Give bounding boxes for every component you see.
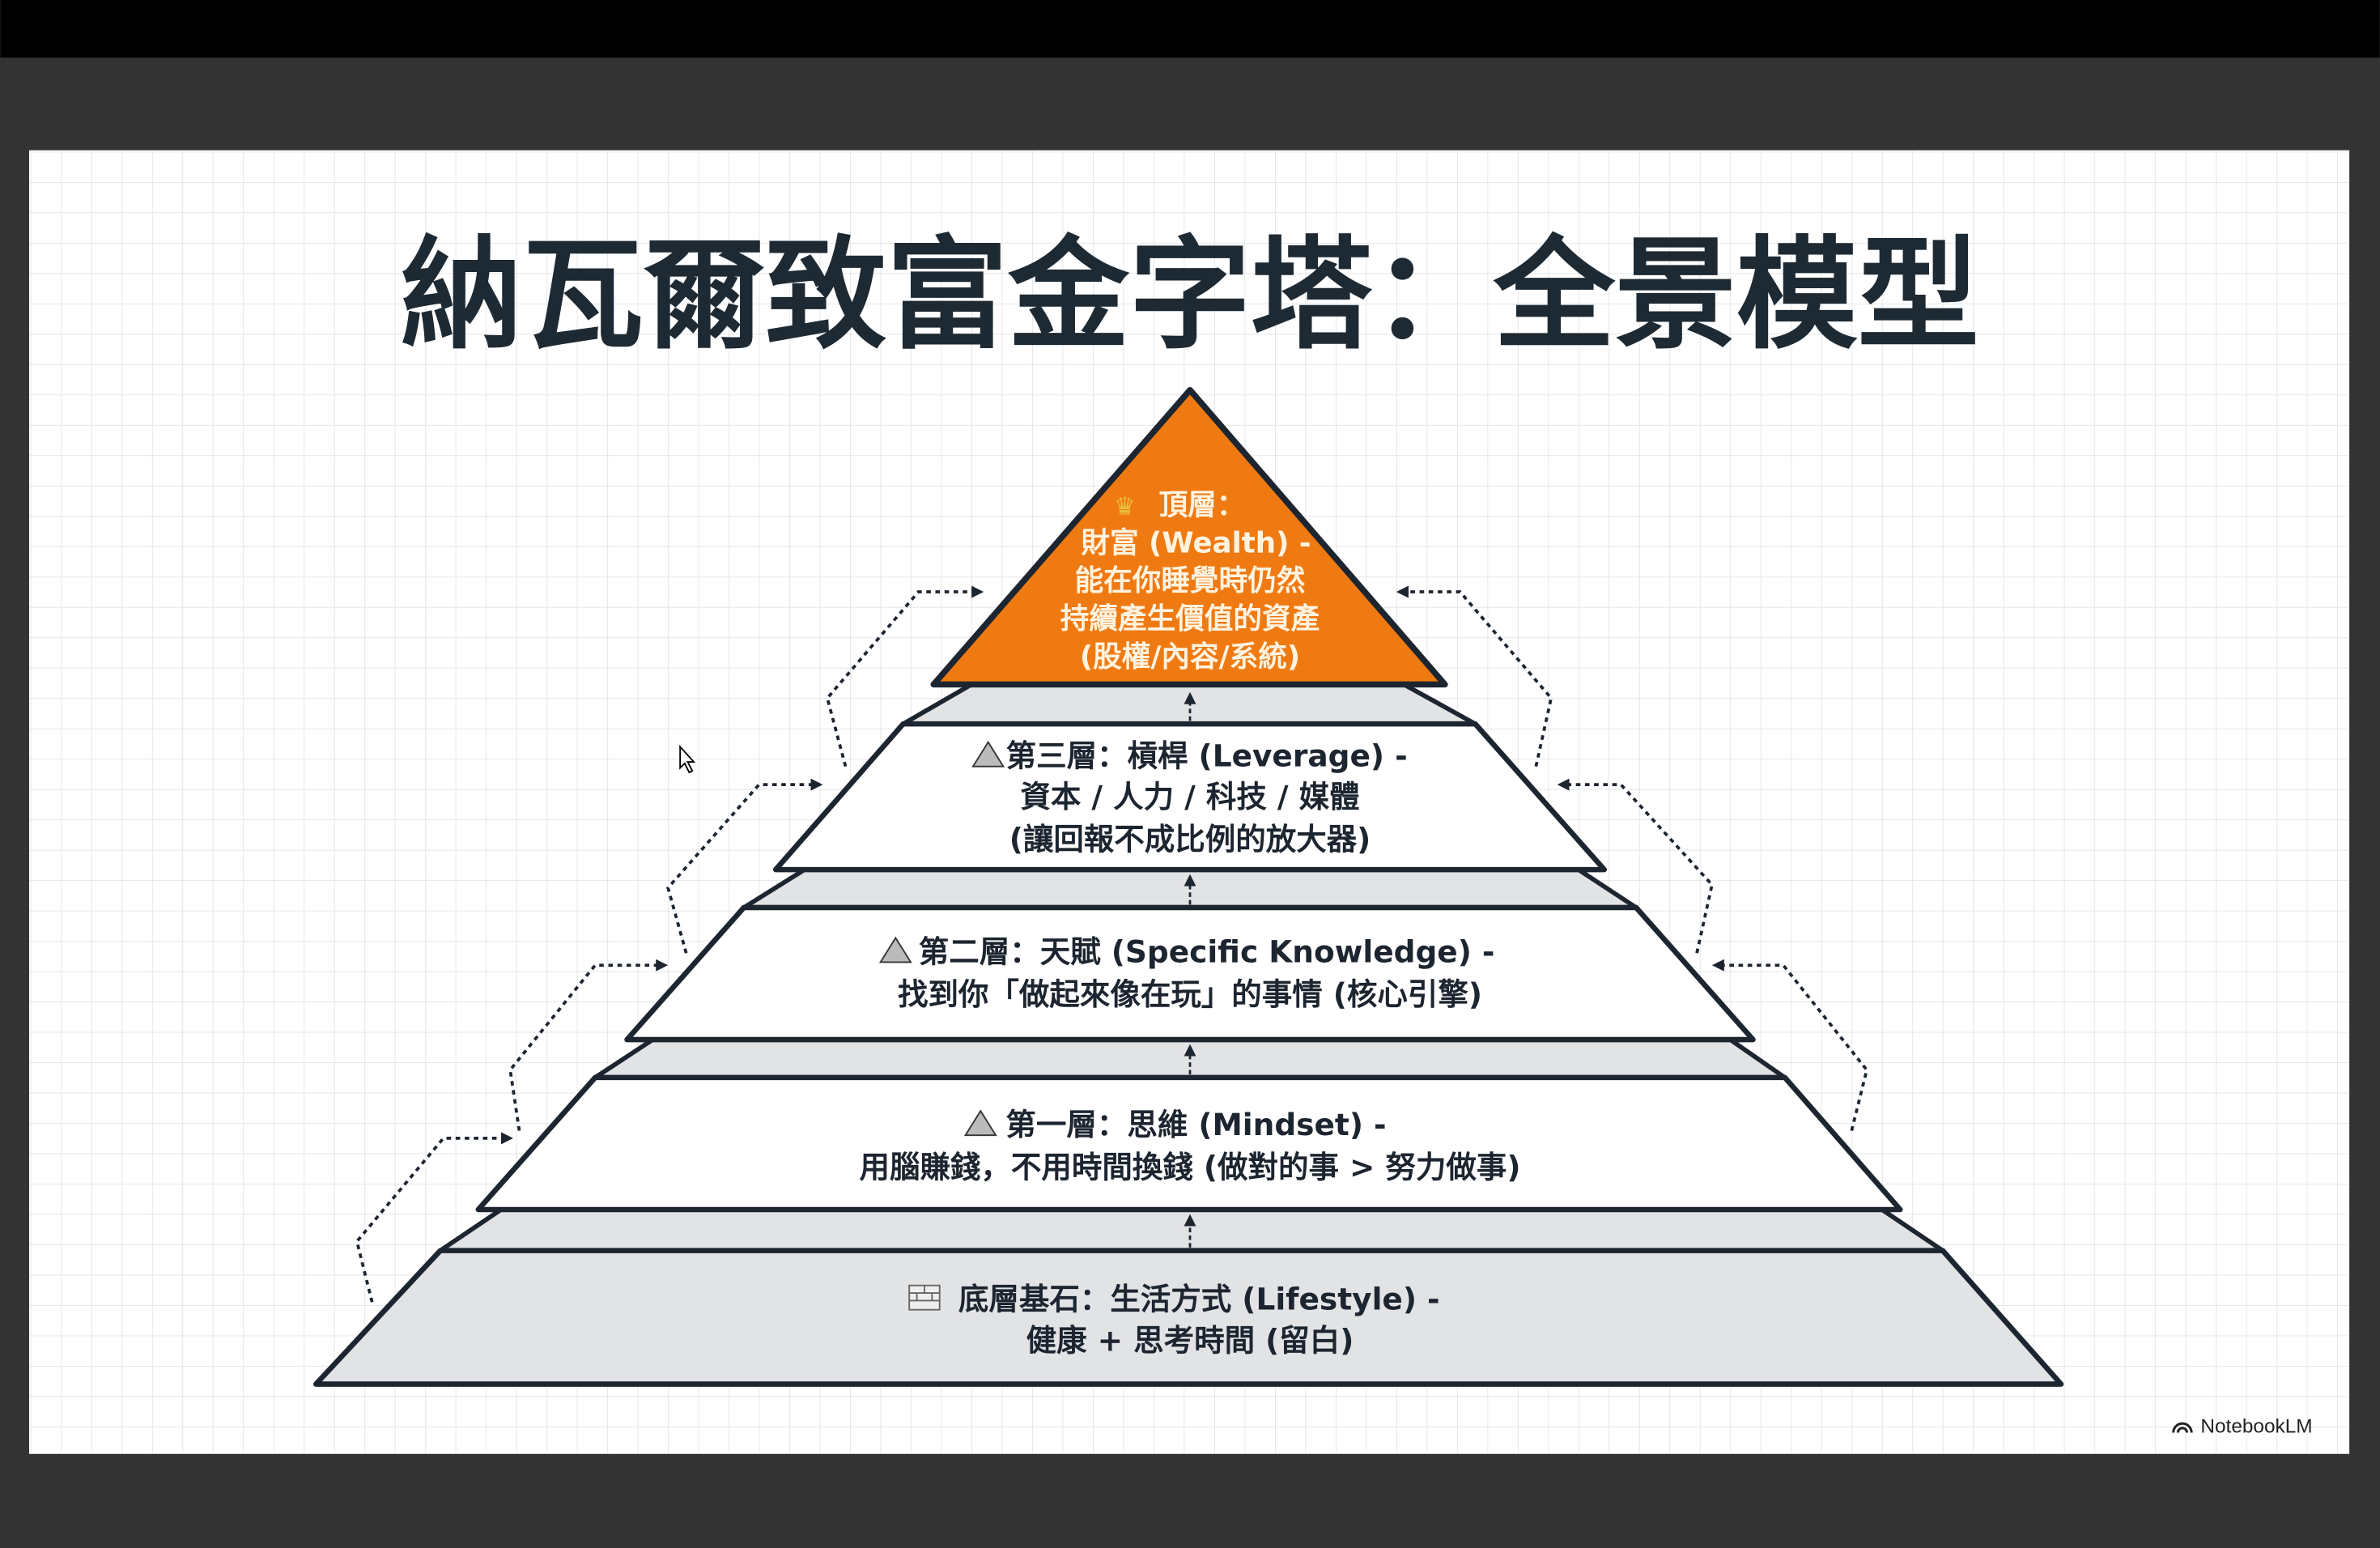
svg-text:頂層：: 頂層： <box>1159 488 1246 521</box>
svg-text:第二層：天賦 (Specific Knowledge) -: 第二層：天賦 (Specific Knowledge) - <box>919 933 1495 969</box>
layer-base <box>313 1248 2064 1387</box>
mouse-cursor-icon <box>679 744 696 774</box>
notebooklm-logo-icon <box>2172 1422 2193 1433</box>
svg-text:持續產生價值的資產: 持續產生價值的資產 <box>1060 602 1320 636</box>
page-title: 納瓦爾致富金字塔：全景模型 <box>401 225 1978 366</box>
svg-text:底層基石：生活方式 (Lifestyle) -: 底層基石：生活方式 (Lifestyle) - <box>958 1282 1440 1317</box>
svg-text:用腦賺錢，不用時間換錢 (做對的事 > 努力做事): 用腦賺錢，不用時間換錢 (做對的事 > 努力做事) <box>859 1150 1520 1185</box>
top-label: ♛ 頂層： 財富 (Wealth) - 能在你睡覺時仍然 持續產生價值的資產 (… <box>1060 488 1320 673</box>
base-label: 底層基石：生活方式 (Lifestyle) - 健康 + 思考時間 (留白) <box>908 1282 1440 1358</box>
side-flow-arrows <box>355 585 1869 1303</box>
pyramid-icon <box>878 936 912 963</box>
layer-top <box>930 387 1448 688</box>
svg-text:NotebookLM: NotebookLM <box>2200 1416 2312 1438</box>
second-label: 第二層：天賦 (Specific Knowledge) - 找到你「做起來像在玩… <box>878 933 1495 1012</box>
notebooklm-watermark: NotebookLM <box>2172 1416 2313 1438</box>
top-bar <box>0 0 2380 58</box>
svg-text:健康 + 思考時間 (留白): 健康 + 思考時間 (留白) <box>1026 1322 1354 1358</box>
first-label: 第一層：思維 (Mindset) - 用腦賺錢，不用時間換錢 (做對的事 > 努… <box>859 1107 1520 1184</box>
pyramid-icon <box>971 740 1005 768</box>
svg-text:第三層：槓桿 (Leverage) -: 第三層：槓桿 (Leverage) - <box>1006 738 1408 774</box>
layer-second <box>624 904 1756 1043</box>
svg-text:資本 / 人力 / 科技 / 媒體: 資本 / 人力 / 科技 / 媒體 <box>1020 779 1359 814</box>
svg-text:(股權/內容/系統): (股權/內容/系統) <box>1080 640 1300 674</box>
crown-icon: ♛ <box>1114 492 1136 521</box>
brick-icon <box>908 1284 941 1311</box>
svg-text:第一層：思維 (Mindset) -: 第一層：思維 (Mindset) - <box>1005 1107 1386 1142</box>
pyramid-icon <box>963 1109 997 1137</box>
svg-text:能在你睡覺時仍然: 能在你睡覺時仍然 <box>1075 564 1306 598</box>
svg-text:(讓回報不成比例的放大器): (讓回報不成比例的放大器) <box>1009 822 1371 857</box>
svg-text:找到你「做起來像在玩」的事情 (核心引擎): 找到你「做起來像在玩」的事情 (核心引擎) <box>898 976 1482 1012</box>
svg-text:財富 (Wealth) -: 財富 (Wealth) - <box>1081 526 1311 559</box>
layer-first <box>475 1074 1903 1213</box>
third-label: 第三層：槓桿 (Leverage) - 資本 / 人力 / 科技 / 媒體 (讓… <box>971 738 1408 857</box>
